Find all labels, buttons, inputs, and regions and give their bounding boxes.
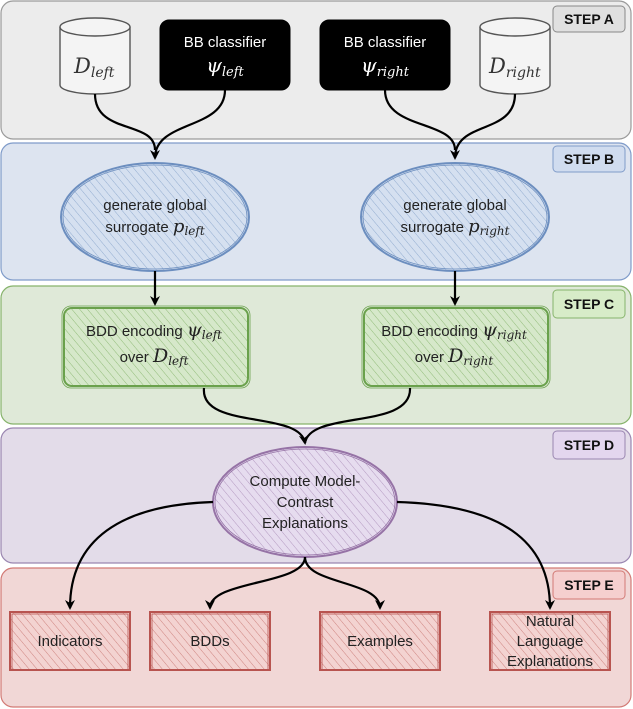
bb-classifier-left-symbol: ψ	[206, 53, 222, 77]
arrow-contrast-to-indicators	[65, 500, 214, 610]
arrow-bbright-to-merge	[383, 89, 457, 151]
model-contrast-line1: Compute Model-	[250, 473, 361, 490]
output-natural-language-box: Natural Language Explanations	[489, 611, 611, 671]
surrogate-right-ellipse: generate global surrogate pright	[360, 162, 550, 272]
output-bdds-label: BDDs	[190, 633, 229, 650]
svg-text:ψright: ψright	[361, 53, 410, 80]
dataset-right-cylinder: Dright	[479, 17, 551, 95]
bb-classifier-left: BB classifier ψleft	[159, 19, 291, 91]
bdd-encoding-right-symbol2: D	[447, 345, 463, 367]
svg-text:surrogate pleft: surrogate pleft	[105, 216, 204, 238]
model-contrast-line2: Contrast	[277, 494, 335, 511]
output-natural-language-line2: Language	[517, 633, 584, 650]
dataset-left-subscript: left	[91, 65, 115, 81]
step-a-band: STEP A	[0, 0, 632, 140]
arrows	[65, 89, 555, 610]
output-examples-label: Examples	[347, 633, 413, 650]
bb-classifier-left-subscript: left	[222, 65, 245, 80]
step-d-label: STEP D	[564, 437, 614, 453]
dataset-right-symbol: D	[488, 54, 506, 78]
output-natural-language-line3: Explanations	[507, 653, 593, 670]
bdd-encoding-left-subscript2: left	[168, 354, 188, 368]
surrogate-right-subscript: right	[480, 224, 510, 238]
bb-classifier-right-title: BB classifier	[344, 34, 427, 51]
surrogate-right-symbol: p	[468, 216, 480, 237]
bdd-encoding-right-symbol1: ψ	[482, 319, 498, 341]
bdd-encoding-left-line1: BDD encoding	[86, 323, 187, 340]
svg-text:surrogate pright: surrogate pright	[401, 216, 510, 238]
bdd-encoding-right-subscript2: right	[463, 354, 493, 368]
bdd-encoding-left-subscript1: left	[202, 328, 222, 342]
step-a-label: STEP A	[564, 11, 614, 27]
arrow-bbleft-to-surrogate	[150, 89, 227, 160]
step-c-label: STEP C	[564, 296, 614, 312]
step-e-label: STEP E	[564, 577, 614, 593]
output-indicators-box: Indicators	[9, 611, 131, 671]
bdd-encoding-left-symbol1: ψ	[187, 319, 203, 341]
bdd-encoding-left-line2: over	[120, 349, 153, 366]
bb-classifier-right: BB classifier ψright	[319, 19, 451, 91]
svg-text:Dright: Dright	[488, 54, 541, 81]
arrow-dleft-to-merge	[93, 93, 157, 151]
model-contrast-ellipse: Compute Model- Contrast Explanations	[212, 446, 398, 558]
dataset-left-symbol: D	[73, 54, 91, 78]
bdd-encoding-left-symbol2: D	[152, 345, 168, 367]
output-examples-box: Examples	[319, 611, 441, 671]
bdd-encoding-right-line2: over	[415, 349, 448, 366]
arrow-contrast-to-natural-language	[396, 500, 555, 610]
surrogate-right-line1: generate global	[403, 197, 506, 214]
arrow-contrast-to-bdds	[205, 556, 307, 610]
arrow-bdd-right-to-contrast	[303, 387, 412, 444]
surrogate-right-line2: surrogate	[401, 219, 469, 236]
step-e-band: STEP E	[0, 567, 632, 708]
svg-text:Dleft: Dleft	[73, 54, 115, 81]
surrogate-left-symbol: p	[173, 216, 185, 237]
surrogate-left-line2: surrogate	[105, 219, 173, 236]
output-bdds-box: BDDs	[149, 611, 271, 671]
surrogate-left-subscript: left	[184, 224, 204, 238]
surrogate-left-line1: generate global	[103, 197, 206, 214]
svg-text:over Dleft: over Dleft	[120, 345, 189, 368]
surrogate-left-ellipse: generate global surrogate pleft	[60, 162, 250, 272]
bdd-encoding-right-line1: BDD encoding	[381, 323, 482, 340]
output-indicators-label: Indicators	[37, 633, 102, 650]
svg-text:BDD encoding ψleft: BDD encoding ψleft	[86, 319, 222, 342]
dataset-left-cylinder: Dleft	[59, 17, 131, 95]
bb-classifier-left-title: BB classifier	[184, 34, 267, 51]
bb-classifier-right-subscript: right	[377, 65, 410, 80]
arrow-dright-to-surrogate	[450, 93, 517, 160]
dataset-right-subscript: right	[506, 65, 541, 81]
bdd-encoding-left-box: BDD encoding ψleft over Dleft	[61, 305, 251, 389]
bdd-encoding-right-box: BDD encoding ψright over Dright	[361, 305, 551, 389]
model-contrast-line3: Explanations	[262, 515, 348, 532]
bb-classifier-right-symbol: ψ	[361, 53, 377, 77]
svg-text:BDD encoding ψright: BDD encoding ψright	[381, 319, 527, 342]
output-natural-language-line1: Natural	[526, 613, 574, 630]
svg-text:over Dright: over Dright	[415, 345, 494, 368]
bdd-encoding-right-subscript1: right	[497, 328, 527, 342]
arrow-contrast-to-examples	[303, 556, 385, 610]
step-b-label: STEP B	[564, 151, 614, 167]
arrow-bdd-left-to-contrast	[202, 387, 309, 445]
svg-text:ψleft: ψleft	[206, 53, 244, 80]
